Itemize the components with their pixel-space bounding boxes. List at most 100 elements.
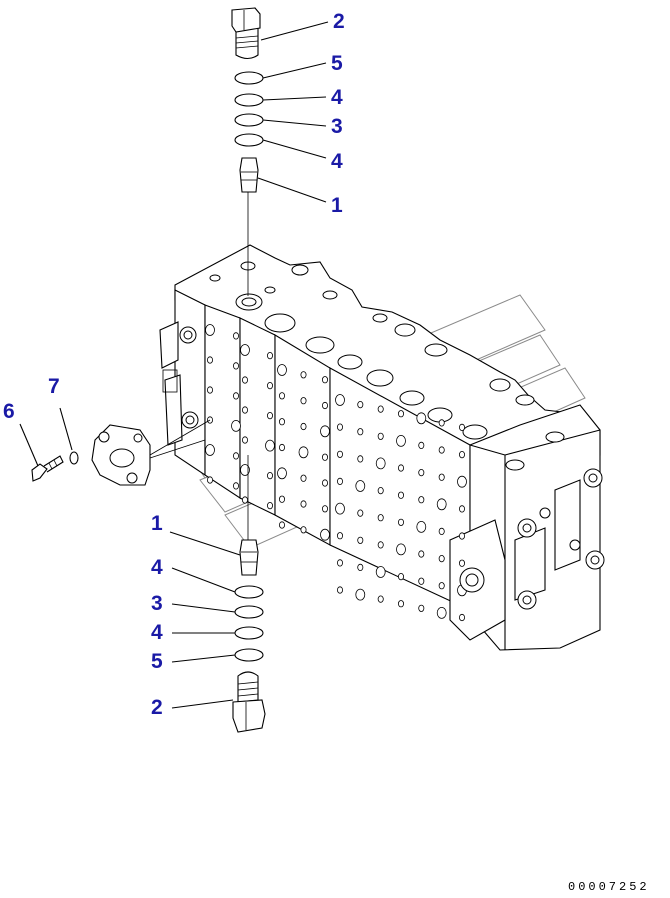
valve-port-hole [416,521,427,533]
valve-port-hole [418,577,425,585]
valve-port-hole [321,479,328,487]
valve-port-hole [300,526,307,534]
callout-1-top-valve: 1 [331,194,343,217]
bottom-valve [239,539,259,576]
valve-port-hole [278,392,285,400]
valve-port-hole [397,600,404,608]
control-valve-body [159,244,605,651]
valve-port-hole [396,434,406,447]
leader-lines [19,21,329,709]
valve-port-hole [298,446,309,459]
cover-alignment-line [149,419,211,456]
valve-port-hole [458,532,465,540]
valve-port-hole [436,498,447,511]
bottom-plug [232,671,266,733]
valve-port-hole [355,480,366,492]
valve-port-hole [240,344,250,356]
valve-port-hole [418,441,425,449]
valve-port-hole [397,464,404,472]
valve-port-hole [232,332,239,340]
valve-port-hole [357,536,364,544]
valve-port-hole [205,444,215,456]
valve-port-hole [375,457,386,470]
valve-port-hole [320,425,330,438]
side-bolt [31,455,64,482]
valve-port-hole [458,423,465,431]
callout-3-top-ring: 3 [331,115,343,138]
figure-number: 00007252 [568,880,650,894]
valve-port-hole [397,410,404,418]
valve-port-hole [300,397,307,405]
valve-port-hole [458,613,465,622]
valve-port-hole [300,371,307,379]
valve-port-hole [300,474,307,482]
valve-port-hole [278,521,285,529]
valve-port-hole [438,419,445,427]
top-backup-ring [234,71,264,85]
valve-port-hole [206,386,213,394]
top-oring-upper [234,93,264,107]
valve-port-hole [377,405,384,413]
valve-port-hole [240,464,250,476]
callout-4-bottom-oring-upper: 4 [151,556,163,579]
valve-port-hole [418,550,425,558]
valve-port-hole [277,467,287,480]
valve-port-hole [232,362,239,370]
valve-port-hole [397,518,404,526]
valve-port-hole [336,450,343,458]
valve-port-hole [355,588,366,601]
valve-port-hole [321,376,328,384]
valve-port-hole [377,432,384,440]
valve-port-hole [232,452,239,460]
valve-port-hole [458,505,465,513]
valve-port-hole [265,439,275,452]
valve-port-hole [321,453,328,461]
callout-4-top-oring-lower: 4 [331,150,343,173]
valve-port-hole [418,604,425,612]
valve-port-hole [375,566,386,578]
callout-7-washer: 7 [48,375,60,398]
valve-port-hole [357,428,364,436]
bottom-oring-upper [234,585,264,599]
valve-port-hole [335,502,345,515]
valve-port-hole [241,376,248,384]
valve-port-hole [266,381,273,390]
valve-port-hole [241,436,248,444]
valve-port-hole [335,394,345,406]
callout-4-top-oring-upper: 4 [331,86,343,109]
valve-port-hole [232,482,239,490]
valve-port-hole [357,563,364,572]
valve-port-hole [300,500,307,508]
callout-6-bolt: 6 [3,400,15,423]
valve-port-hole [397,572,404,581]
valve-port-hole [205,324,215,336]
valve-port-hole [438,446,445,454]
valve-port-hole [357,455,364,463]
top-plug [231,7,261,60]
callout-5-top-backup-ring: 5 [331,52,343,75]
valve-port-hole [300,422,307,431]
cover-alignment-line [149,439,206,459]
valve-port-hole [336,532,343,540]
valve-port-hole [418,468,425,477]
valve-port-hole [241,406,248,414]
valve-port-hole [357,509,364,517]
callout-2-top-plug: 2 [333,10,345,33]
valve-port-hole [377,514,384,522]
valve-port-hole [377,595,384,603]
valve-port-hole [266,501,273,510]
valve-port-hole [377,541,384,549]
top-oring-lower [234,133,264,147]
valve-port-hole [438,554,445,563]
valve-port-hole [206,476,213,484]
valve-port-hole [206,356,213,364]
valve-port-hole [278,495,285,503]
valve-port-hole [397,491,404,499]
valve-port-hole [418,496,425,504]
valve-port-hole [266,411,273,420]
callout-5-bottom-backup-ring: 5 [151,650,163,673]
callout-4-bottom-oring-lower: 4 [151,621,163,644]
valve-port-hole [438,473,445,481]
valve-port-hole [357,400,364,409]
